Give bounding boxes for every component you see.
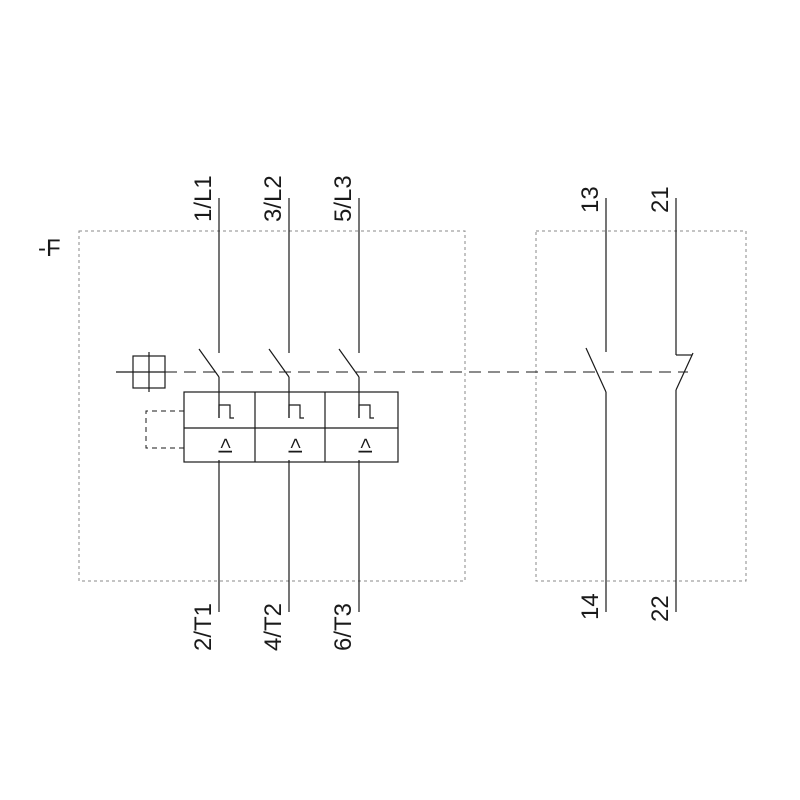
terminal-label-14: 14 — [577, 593, 604, 620]
trip-symbol-text: I> — [356, 438, 377, 454]
trip-symbol-2: I> — [286, 438, 307, 454]
aux-contacts-enclosure — [535, 230, 747, 582]
terminal-label-6-T3: 6/T3 — [330, 603, 357, 651]
terminal-label-1-L1: 1/L1 — [190, 175, 217, 222]
trip-symbol-text: I> — [286, 438, 307, 454]
aux-contact-no — [585, 198, 607, 612]
terminal-label-22: 22 — [647, 595, 674, 622]
terminal-label-21: 21 — [647, 186, 674, 213]
terminal-label-2-T1: 2/T1 — [190, 603, 217, 651]
thermal-trip-block — [183, 391, 399, 463]
trip-symbol-text: I> — [216, 438, 237, 454]
phase-1-path — [198, 198, 234, 612]
phase-3-path — [338, 198, 374, 612]
phase-2-path — [268, 198, 304, 612]
aux-contact-nc — [675, 198, 694, 612]
reset-actuator — [116, 352, 166, 392]
trip-symbol-1: I> — [216, 438, 237, 454]
main-contacts-enclosure — [78, 230, 466, 582]
terminal-label-5-L3: 5/L3 — [330, 175, 357, 222]
terminal-label-4-T2: 4/T2 — [260, 603, 287, 651]
trip-link-dashed — [145, 410, 184, 449]
terminal-label-13: 13 — [577, 186, 604, 213]
trip-symbol-3: I> — [356, 438, 377, 454]
terminal-label-3-L2: 3/L2 — [260, 175, 287, 222]
device-tag: -F — [38, 235, 61, 262]
